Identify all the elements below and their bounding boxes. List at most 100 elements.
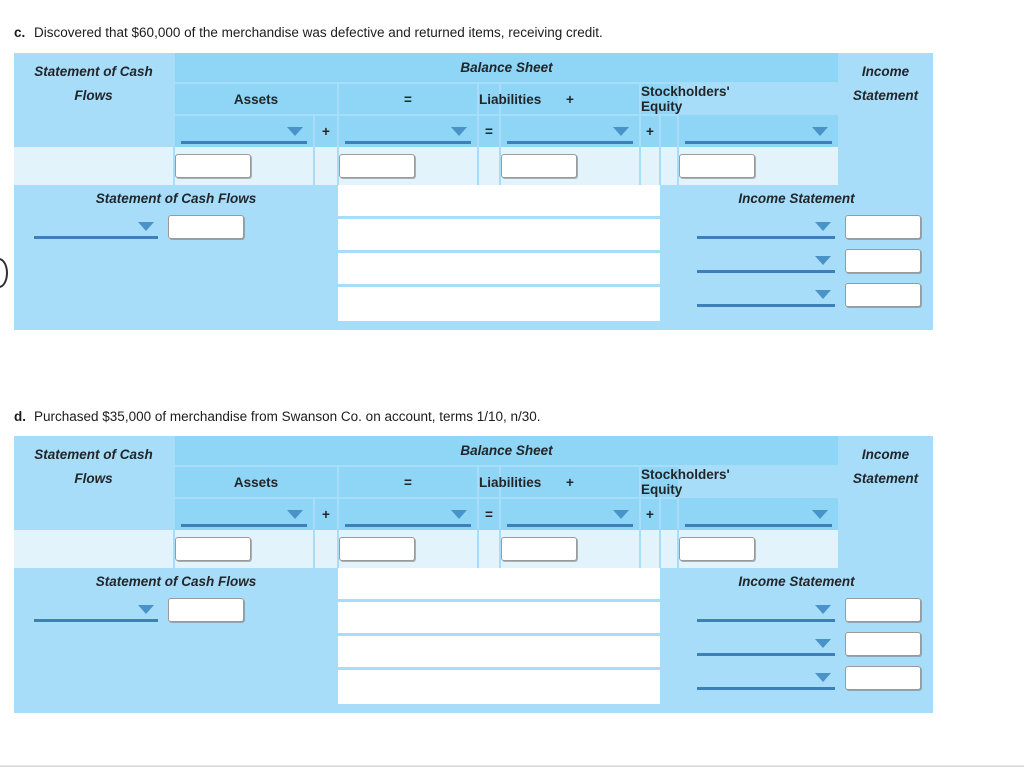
- income-statement-amount-spacer: [838, 530, 934, 568]
- chevron-down-icon: [815, 222, 832, 231]
- assets-amount-2-input[interactable]: [339, 154, 415, 178]
- liabilities-account-select[interactable]: [507, 503, 633, 527]
- cash-flows-header-line1: Statement of Cash: [34, 64, 153, 80]
- detail-line-1[interactable]: [338, 568, 660, 602]
- cash-flows-item-select[interactable]: [34, 598, 158, 622]
- balance-sheet-detail-lines: [338, 185, 660, 330]
- cash-flows-selector-spacer: [14, 498, 175, 530]
- chevron-down-icon: [815, 256, 832, 265]
- detail-line-3[interactable]: [338, 636, 660, 670]
- liabilities-account-cell: [500, 115, 641, 147]
- income-statement-item-3-select[interactable]: [697, 283, 836, 307]
- detail-line-2[interactable]: [338, 602, 660, 636]
- table-row-bottom-panels: Statement of Cash Flows Income Statement: [14, 568, 934, 713]
- cash-flows-amount-input[interactable]: [168, 215, 244, 239]
- income-statement-entry-row-3: [660, 661, 933, 695]
- equity-account-select[interactable]: [685, 503, 833, 527]
- income-statement-entry-row-2: [660, 244, 933, 278]
- question-c-text: Discovered that $60,000 of the merchandi…: [34, 25, 603, 40]
- equals-spacer: [478, 147, 501, 185]
- cash-flows-amount-spacer: [14, 147, 175, 185]
- liabilities-account-select[interactable]: [507, 120, 633, 144]
- assets-amount-2-input[interactable]: [339, 537, 415, 561]
- detail-line-1[interactable]: [338, 185, 660, 219]
- income-statement-header-line1: Income: [861, 64, 910, 80]
- cash-flows-entry-row: [14, 210, 338, 244]
- table-row-amount-inputs: [14, 530, 934, 568]
- income-statement-amount-2-input[interactable]: [845, 632, 922, 656]
- income-statement-entry-row-1: [660, 593, 933, 627]
- detail-line-4[interactable]: [338, 670, 660, 704]
- assets-amount-1-input[interactable]: [175, 154, 251, 178]
- equity-plus-operator: +: [640, 115, 661, 147]
- balance-sheet-title-label: Balance Sheet: [460, 59, 553, 75]
- equals-sign-row: =: [485, 507, 493, 522]
- income-statement-amount-3-input[interactable]: [845, 283, 922, 307]
- balance-sheet-title-label: Balance Sheet: [460, 442, 553, 458]
- chevron-down-icon: [613, 127, 629, 136]
- equals-sign: =: [404, 91, 412, 107]
- equity-plus-operator: +: [640, 498, 661, 530]
- balance-sheet-detail-lines: [338, 568, 660, 713]
- chevron-down-icon: [613, 510, 629, 519]
- liabilities-amount-cell: [500, 530, 641, 568]
- table-row-bottom-panels: Statement of Cash Flows Income Statement: [14, 185, 934, 330]
- chevron-down-icon: [815, 639, 832, 648]
- cash-flows-panel: Statement of Cash Flows: [14, 185, 338, 330]
- assets-amount-1-input[interactable]: [175, 537, 251, 561]
- liabilities-amount-input[interactable]: [501, 154, 577, 178]
- assets-amount-2-cell: [338, 530, 479, 568]
- equals-operator-row: =: [478, 498, 501, 530]
- income-statement-item-3-select[interactable]: [697, 666, 836, 690]
- equity-spacer-column: [660, 115, 679, 147]
- balance-sheet-title: Balance Sheet: [174, 53, 839, 84]
- chevron-down-icon: [287, 510, 303, 519]
- assets-plus-operator: +: [314, 498, 339, 530]
- plus-sign: +: [566, 474, 574, 490]
- equity-amount-input[interactable]: [679, 537, 755, 561]
- detail-line-4[interactable]: [338, 287, 660, 321]
- table-row-account-selectors: + = +: [14, 498, 934, 530]
- assets-account-2-select[interactable]: [345, 503, 471, 527]
- income-statement-column-header: Income Statement: [838, 436, 934, 498]
- income-statement-entry-row-1: [660, 210, 933, 244]
- assets-account-1-select[interactable]: [181, 503, 307, 527]
- income-statement-amount-1-input[interactable]: [845, 598, 922, 622]
- income-statement-item-2-select[interactable]: [697, 632, 836, 656]
- income-statement-amount-3-input[interactable]: [845, 666, 922, 690]
- plus-operator-header: +: [500, 466, 641, 499]
- chevron-down-icon: [812, 509, 829, 519]
- income-statement-amount-spacer: [838, 147, 934, 185]
- plus-sign: +: [566, 91, 574, 107]
- cash-flows-amount-input[interactable]: [168, 598, 244, 622]
- assets-label: Assets: [233, 91, 279, 107]
- equity-extra-spacer: [660, 530, 679, 568]
- equity-amount-input[interactable]: [679, 154, 755, 178]
- assets-account-2-select[interactable]: [345, 120, 471, 144]
- detail-line-3[interactable]: [338, 253, 660, 287]
- liabilities-header: Liabilities: [478, 83, 541, 116]
- income-statement-item-1-select[interactable]: [697, 598, 836, 622]
- income-statement-item-2-select[interactable]: [697, 249, 836, 273]
- question-c-letter: c.: [14, 25, 26, 40]
- equity-account-select[interactable]: [685, 120, 833, 144]
- income-statement-amount-1-input[interactable]: [845, 215, 922, 239]
- question-d-prompt: d.Purchased $35,000 of merchandise from …: [14, 409, 541, 424]
- liabilities-amount-input[interactable]: [501, 537, 577, 561]
- plus-sign-assets: +: [322, 507, 330, 522]
- equity-amount-cell: [678, 530, 839, 568]
- chevron-down-icon: [138, 605, 154, 614]
- cash-flows-header-line1: Statement of Cash: [34, 447, 153, 463]
- income-statement-amount-2-input[interactable]: [845, 249, 922, 273]
- detail-line-2[interactable]: [338, 219, 660, 253]
- plus-sign-equity: +: [646, 507, 654, 522]
- income-statement-header-line2: Statement: [852, 471, 919, 486]
- equals-sign: =: [404, 474, 412, 490]
- equals-operator-row: =: [478, 115, 501, 147]
- assets-account-1-select[interactable]: [181, 120, 307, 144]
- cash-flows-column-header: Statement of Cash Flows: [14, 436, 175, 498]
- equity-plus-spacer: [640, 147, 661, 185]
- income-statement-header-line1: Income: [861, 447, 910, 463]
- cash-flows-item-select[interactable]: [34, 215, 158, 239]
- income-statement-item-1-select[interactable]: [697, 215, 836, 239]
